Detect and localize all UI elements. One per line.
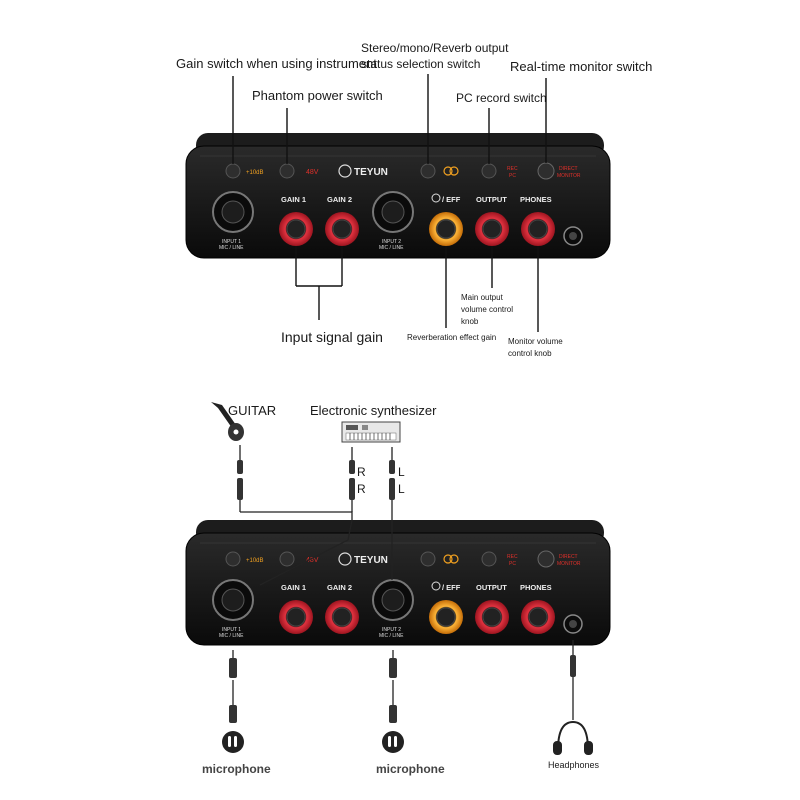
bottom-input2: INPUT 2	[382, 627, 401, 633]
bottom-input2-type: MIC / LINE	[379, 633, 404, 639]
bottom-input1-type: MIC / LINE	[219, 633, 244, 639]
top-eff: / EFF	[442, 195, 461, 204]
bottom-direct: DIRECT	[559, 554, 578, 560]
bottom-device: +10dB 48V TEYUN REC PC DIRECT MONITOR GA…	[185, 520, 611, 646]
top-pc: PC	[509, 173, 516, 179]
bottom-output: OUTPUT	[476, 583, 507, 592]
label-realtime-monitor: Real-time monitor switch	[510, 59, 653, 74]
label-main-output-2: volume control	[461, 305, 514, 314]
bottom-phantom-label: 48V	[306, 557, 319, 564]
bottom-phones: PHONES	[520, 583, 552, 592]
bottom-pad-label: +10dB	[246, 558, 264, 564]
label-stereo-switch-1: Stereo/mono/Reverb output	[361, 41, 509, 55]
label-headphones: Headphones	[548, 760, 600, 770]
top-brand: TEYUN	[354, 167, 388, 178]
top-input1: INPUT 1	[222, 239, 241, 245]
microphone-icon	[222, 731, 244, 753]
label-reverb-gain: Reverberation effect gain	[407, 333, 497, 342]
top-pad-label: +10dB	[246, 170, 264, 176]
top-input2-type: MIC / LINE	[379, 245, 404, 251]
top-input2: INPUT 2	[382, 239, 401, 245]
top-input1-type: MIC / LINE	[219, 245, 244, 251]
top-leader-lines	[232, 74, 547, 332]
bottom-pc: PC	[509, 561, 516, 567]
guitar-icon	[211, 402, 244, 441]
top-phantom-label: 48V	[306, 169, 319, 176]
bottom-gain1: GAIN 1	[281, 583, 306, 592]
label-phantom-switch: Phantom power switch	[252, 88, 383, 103]
bottom-rec: REC	[507, 554, 518, 560]
label-monitor-volume-2: control knob	[508, 349, 552, 358]
bottom-eff: / EFF	[442, 583, 461, 592]
headphones-icon	[553, 720, 593, 755]
label-stereo-switch-2: status selection switch	[361, 57, 481, 71]
top-device: +10dB 48V TEYUN REC PC DIRECT MONITOR GA…	[185, 133, 611, 259]
bottom-gain2: GAIN 2	[327, 583, 352, 592]
top-gain2: GAIN 2	[327, 195, 352, 204]
label-gain-switch: Gain switch when using instrument	[176, 56, 377, 71]
bottom-monitor: MONITOR	[557, 561, 581, 567]
label-mic2: microphone	[376, 762, 445, 776]
microphone-icon-2	[382, 731, 404, 753]
top-gain1: GAIN 1	[281, 195, 306, 204]
label-main-output-3: knob	[461, 317, 479, 326]
top-output: OUTPUT	[476, 195, 507, 204]
label-l2: L	[398, 482, 405, 496]
top-monitor: MONITOR	[557, 173, 581, 179]
label-main-output: Main output volume control knob	[461, 292, 513, 328]
label-main-output-1: Main output	[461, 293, 503, 302]
label-pc-record: PC record switch	[456, 91, 547, 105]
label-l1: L	[398, 465, 405, 479]
cable-plugs	[229, 460, 576, 723]
label-input-gain: Input signal gain	[281, 329, 383, 345]
synthesizer-icon	[341, 421, 401, 443]
label-monitor-volume-1: Monitor volume	[508, 337, 563, 346]
top-phones: PHONES	[520, 195, 552, 204]
label-synth: Electronic synthesizer	[310, 403, 437, 418]
cables	[232, 445, 574, 720]
label-r2: R	[357, 482, 366, 496]
label-mic1: microphone	[202, 762, 271, 776]
bottom-brand: TEYUN	[354, 555, 388, 566]
label-monitor-volume: Monitor volume control knob	[508, 336, 563, 360]
top-rec: REC	[507, 166, 518, 172]
top-direct: DIRECT	[559, 166, 578, 172]
bottom-input1: INPUT 1	[222, 627, 241, 633]
label-guitar: GUITAR	[228, 403, 277, 418]
label-r1: R	[357, 465, 366, 479]
